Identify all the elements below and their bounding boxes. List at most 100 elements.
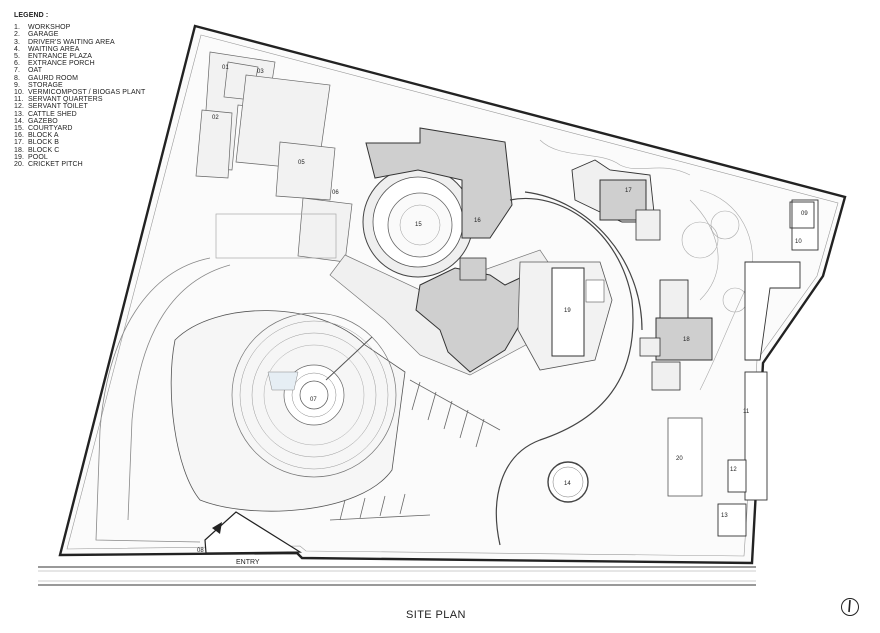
legend-item-number: 1. [14,24,21,32]
label-17: 17 [625,188,632,194]
legend-item: 20.CRICKET PITCH [14,161,145,168]
legend-item-number: 15. [14,125,25,133]
legend-item-label: COURTYARD [28,125,73,133]
legend-item-number: 9. [14,81,21,89]
legend-item: 7. OAT [14,67,145,74]
site-inner-boundary [66,34,839,557]
entry-road [38,566,756,586]
parking [329,379,501,521]
entry-label: ENTRY [236,559,260,566]
label-15: 15 [415,222,422,228]
label-02: 02 [212,115,219,121]
legend-item-number: 2. [14,31,21,39]
legend-item-label: STORAGE [28,81,63,89]
block-a [365,127,513,239]
legend-item-number: 3. [14,38,21,46]
legend-item-number: 20. [14,161,25,169]
gazebo [547,461,589,503]
label-01: 01 [222,65,229,71]
service-buildings [195,51,353,263]
legend-item: 16.BLOCK A [14,132,145,139]
block-c [639,279,713,391]
legend-item: 2. GARAGE [14,31,145,38]
legend-item: 3. DRIVER'S WAITING AREA [14,39,145,46]
legend-item: 11. SERVANT QUARTERS [14,96,145,103]
legend-item-number: 6. [14,60,21,68]
gate-area [204,511,303,554]
legend-item-label: GARAGE [28,31,59,39]
legend-item: 14.GAZEBO [14,118,145,125]
cricket-pitch [667,417,703,497]
legend-item-label: GAURD ROOM [28,74,78,82]
open-air-theatre [170,310,406,512]
label-18: 18 [683,337,690,343]
label-12: 12 [730,467,737,473]
label-19: 19 [564,308,571,314]
legend-item-number: 18. [14,146,25,154]
legend-item-number: 11. [14,96,24,104]
legend-item-number: 14. [14,117,25,125]
legend-item-number: 8. [14,74,21,82]
legend-item: 6. EXTRANCE PORCH [14,60,145,67]
block-b [571,159,661,241]
legend-item-label: SERVANT QUARTERS [28,96,103,104]
legend-item-label: GAZEBO [28,117,58,125]
servant-block [717,199,819,537]
label-11: 11 [743,409,750,415]
legend-item-label: SERVANT TOILET [28,103,88,111]
legend-item: 13.CATTLE SHED [14,111,145,118]
legend-items: 1. WORKSHOP 2. GARAGE 3. DRIVER'S WAITING ARE… [14,24,145,168]
legend-item: 10.VERMICOMPOST / BIOGAS PLANT [14,89,145,96]
legend-item-number: 5. [14,53,21,61]
legend-item-label: ENTRANCE PLAZA [28,53,93,61]
legend-item-label: BLOCK A [28,132,59,140]
driveway [95,257,231,543]
legend-item-label: DRIVER'S WAITING AREA [28,38,115,46]
legend-item: 19.POOL [14,154,145,161]
legend-item-number: 7. [14,67,21,75]
legend-item-number: 4. [14,45,21,53]
legend-title: LEGEND : [14,12,49,19]
legend-item-number: 10. [14,89,25,97]
label-10: 10 [795,239,802,245]
label-09: 09 [801,211,808,217]
legend-item-label: CRICKET PITCH [28,161,83,169]
legend-item-label: WORKSHOP [28,24,71,32]
legend-item: 5. ENTRANCE PLAZA [14,53,145,60]
legend-item-label: POOL [28,153,48,161]
legend-item-number: 12. [14,103,25,111]
label-08: 08 [197,548,204,554]
legend: LEGEND : 1. WORKSHOP 2. GARAGE 3. DRIVER'S WA… [14,12,145,168]
label-06: 06 [332,190,339,196]
legend-item-label: CATTLE SHED [28,110,77,118]
pool-area [517,261,613,371]
legend-item-label: EXTRANCE PORCH [28,60,95,68]
label-05: 05 [298,160,305,166]
legend-item: 9. STORAGE [14,82,145,89]
area-labels: 01 02 03 05 06 07 08 09 10 11 12 13 14 1… [197,65,808,554]
legend-item-number: 19. [14,153,25,161]
legend-item: 1. WORKSHOP [14,24,145,31]
legend-item: 12.SERVANT TOILET [14,103,145,110]
north-arrow-icon [841,598,859,616]
legend-item: 15.COURTYARD [14,125,145,132]
label-03: 03 [257,69,264,75]
main-house [329,127,561,376]
label-07: 07 [310,397,317,403]
lawn-edge [495,191,643,546]
plan-title: SITE PLAN [406,609,466,621]
legend-item: 4.WAITING AREA [14,46,145,53]
label-14: 14 [564,481,571,487]
legend-item-label: BLOCK C [28,146,60,154]
legend-item-label: OAT [28,67,43,75]
label-13: 13 [721,513,728,519]
legend-item-label: BLOCK B [28,139,60,147]
label-20: 20 [676,456,683,462]
legend-item-number: 17. [14,139,25,147]
legend-item-number: 16. [14,132,25,140]
legend-item: 18.BLOCK C [14,147,145,154]
legend-item: 17.BLOCK B [14,139,145,146]
label-16: 16 [474,218,481,224]
legend-item: 8. GAURD ROOM [14,75,145,82]
